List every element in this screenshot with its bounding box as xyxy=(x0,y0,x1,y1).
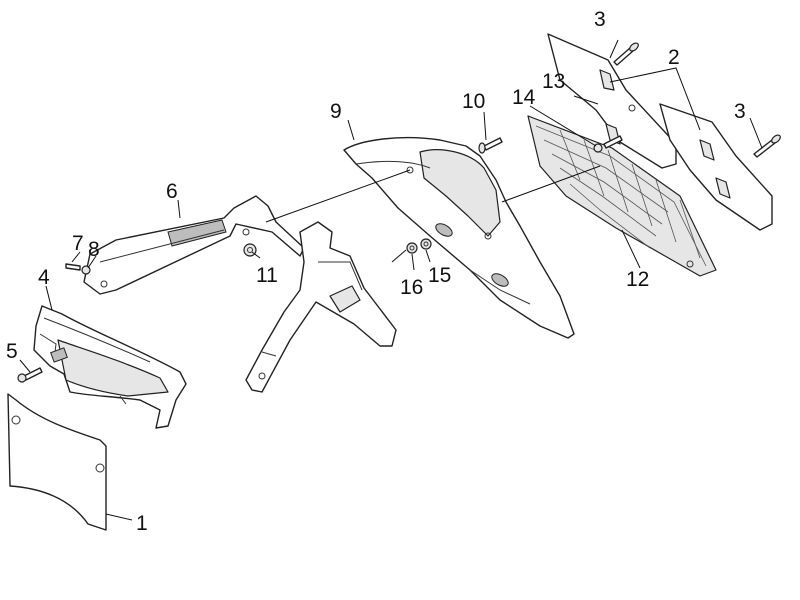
lower-mounting-bracket xyxy=(245,221,397,393)
part-12-plate-holder xyxy=(527,115,717,277)
part-7-screw xyxy=(65,263,81,271)
part-9-rear-fender xyxy=(343,136,575,339)
part-3-screw-lower xyxy=(753,134,781,158)
part-13-screw xyxy=(603,135,623,149)
part-2-bracket-lower xyxy=(659,103,773,231)
callout-16: 16 xyxy=(400,276,423,299)
callout-5: 5 xyxy=(6,340,18,363)
callout-labels: 1 2 3 3 4 5 6 7 8 9 10 11 12 13 14 15 16 xyxy=(6,8,746,535)
callout-11: 11 xyxy=(256,264,278,287)
part-1-plate-panel xyxy=(7,393,107,531)
part-15-washer xyxy=(420,238,432,250)
part-16-nut xyxy=(406,242,418,254)
part-3-screw-upper xyxy=(613,42,639,66)
callout-14: 14 xyxy=(512,86,536,109)
callout-2: 2 xyxy=(668,46,680,69)
callout-8: 8 xyxy=(88,238,100,261)
callout-3-upper: 3 xyxy=(594,8,606,31)
callout-3-lower: 3 xyxy=(734,100,746,123)
callout-12: 12 xyxy=(626,268,649,291)
callout-7: 7 xyxy=(72,232,84,255)
callout-10: 10 xyxy=(462,90,485,113)
part-4-light-housing xyxy=(33,305,187,429)
leader-lines xyxy=(19,39,763,521)
callout-13: 13 xyxy=(542,70,565,93)
callout-9: 9 xyxy=(330,100,342,123)
callout-1: 1 xyxy=(136,512,148,535)
part-5-screw xyxy=(17,367,43,383)
callout-15: 15 xyxy=(428,264,451,287)
part-6-side-bracket xyxy=(83,195,305,295)
callout-6: 6 xyxy=(166,180,178,203)
part-10-bolt xyxy=(478,137,503,154)
callout-4: 4 xyxy=(38,266,50,289)
